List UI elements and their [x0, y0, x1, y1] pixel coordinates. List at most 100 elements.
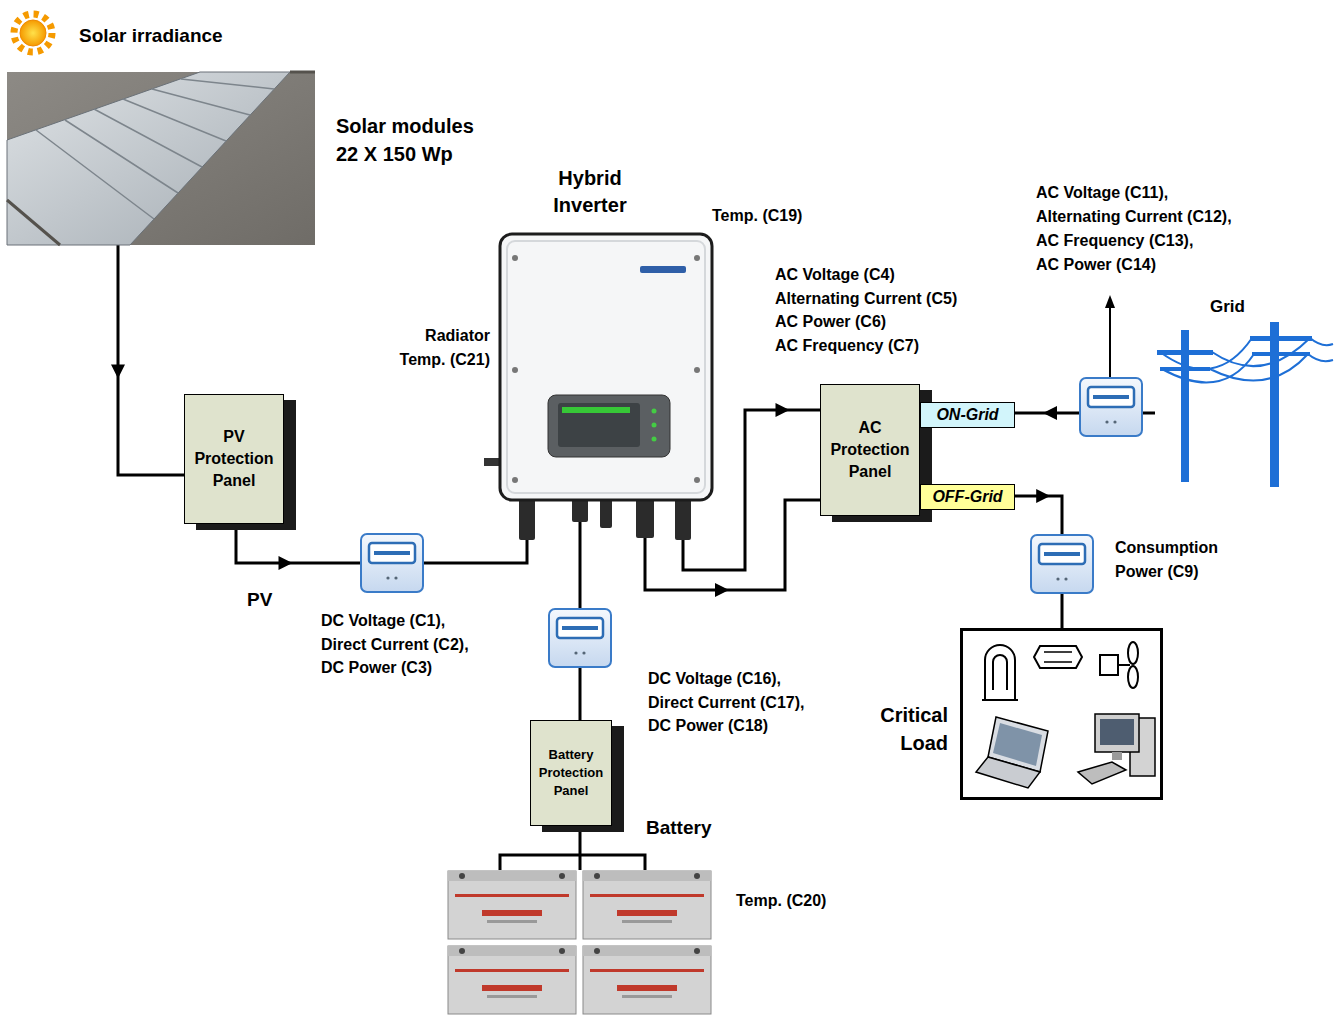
node-label: Battery Protection Panel	[535, 746, 607, 800]
pv-meter	[361, 534, 423, 592]
status-led	[652, 409, 657, 414]
mode-tag: OFF-Grid	[920, 484, 1015, 510]
cable-gland	[636, 498, 654, 538]
label-slot: AC Voltage (C4)	[775, 264, 895, 286]
inverter-body	[500, 234, 712, 500]
screw	[512, 367, 518, 373]
solar-panel-strip	[7, 72, 290, 245]
tower-pole	[1270, 322, 1279, 487]
label-slot: Alternating Current (C12),	[1036, 206, 1232, 228]
screw	[512, 255, 518, 261]
inverter-knob	[484, 458, 500, 466]
node-label: Battery	[646, 816, 726, 840]
label-slot: AC Frequency (C13),	[1036, 230, 1193, 252]
appliance-icon	[1034, 646, 1082, 668]
tower-arm	[1252, 352, 1310, 356]
status-led	[652, 423, 657, 428]
protection-panel: AC Protection Panel	[820, 384, 920, 516]
node-label: Critical Load	[858, 701, 948, 757]
fan-blade	[1128, 666, 1138, 688]
node-label: PV Protection Panel	[191, 426, 277, 492]
heading-slot: Grid	[1210, 296, 1280, 318]
node-label: Solar modules 22 X 150 Wp	[336, 112, 496, 168]
node-label: Hybrid Inverter	[524, 165, 656, 219]
label-slot: AC Frequency (C7)	[775, 335, 919, 357]
battery-bus-bracket	[500, 855, 645, 870]
leader-arrowhead	[1105, 295, 1115, 308]
annotation-label: Temp. (C19)	[712, 205, 802, 227]
annotation-label: Direct Current (C17),	[648, 692, 804, 714]
annotation-label: PV	[247, 589, 272, 611]
annotation-label: Alternating Current (C12),	[1036, 206, 1232, 228]
screw	[694, 255, 700, 261]
tower-arm	[1157, 350, 1213, 355]
label-slot: Alternating Current (C5)	[775, 288, 957, 310]
battery-meter	[549, 609, 611, 667]
connector-line	[645, 500, 820, 590]
battery-unit	[583, 871, 711, 939]
arrowhead	[1036, 489, 1050, 503]
cable-gland	[519, 498, 535, 540]
fan-blade	[1128, 642, 1138, 664]
arrowhead	[715, 583, 729, 597]
heading-slot: Critical Load	[858, 701, 948, 757]
hybrid-inverter: Hybrid Inverter	[500, 234, 712, 500]
pc-keyboard	[1078, 762, 1126, 784]
heading-slot: Hybrid Inverter	[524, 165, 656, 219]
inverter-bevel	[507, 241, 705, 493]
label-slot: AC Voltage (C11),	[1036, 182, 1168, 204]
annotation-label: AC Power (C6)	[775, 311, 886, 333]
appliance-icon-detail	[1044, 652, 1072, 662]
annotation-label: Alternating Current (C5)	[775, 288, 957, 310]
panel-seams	[36, 79, 274, 219]
pc-monitor	[1095, 714, 1139, 752]
pc-monitor-stand	[1112, 752, 1122, 760]
battery-unit	[448, 871, 576, 939]
annotation-label: AC Voltage (C4)	[775, 264, 895, 286]
fan-shaft	[1118, 664, 1130, 666]
label-slot: Direct Current (C2),	[321, 634, 469, 656]
label-slot: Consumption Power (C9)	[1115, 536, 1235, 584]
label-slot: AC Power (C14)	[1036, 254, 1156, 276]
connector	[111, 245, 184, 475]
sun-disc	[20, 20, 46, 46]
pc-monitor-screen	[1100, 719, 1134, 745]
panel-frame	[7, 72, 315, 245]
roof-photo	[7, 72, 315, 245]
display-bar	[562, 407, 630, 413]
label-slot: DC Power (C18)	[648, 715, 768, 737]
fan-motor-icon	[1100, 655, 1118, 675]
power-grid: Grid	[1155, 322, 1325, 487]
heading-slot: Solar modules 22 X 150 Wp	[336, 112, 496, 168]
annotation-label: AC Frequency (C13),	[1036, 230, 1193, 252]
battery-unit	[448, 946, 576, 1014]
heading-slot: Battery	[646, 816, 726, 840]
annotation-label: Solar irradiance	[79, 25, 223, 47]
annotation-label: AC Voltage (C11),	[1036, 182, 1168, 204]
connector	[645, 500, 820, 597]
mode-tag: ON-Grid	[920, 402, 1015, 428]
lamp-icon	[982, 645, 1018, 700]
battery-bank: Battery	[447, 870, 712, 1015]
protection-panel: PV Protection Panel	[184, 394, 284, 524]
arrowhead	[278, 556, 292, 570]
arrowhead	[111, 365, 125, 379]
cable-gland	[675, 498, 691, 540]
screw	[512, 477, 518, 483]
consumption-meter	[1031, 535, 1093, 593]
node-label: Grid	[1210, 296, 1280, 318]
label-slot: AC Power (C6)	[775, 311, 886, 333]
annotation-label: Direct Current (C2),	[321, 634, 469, 656]
label-slot: Temp. (C20)	[736, 890, 826, 912]
laptop-display	[993, 723, 1042, 766]
grid-meter	[1080, 378, 1142, 436]
annotation-label: Consumption Power (C9)	[1115, 536, 1235, 584]
label-slot: DC Voltage (C1),	[321, 610, 445, 632]
annotation-label: DC Voltage (C16),	[648, 668, 781, 690]
annotation-label: DC Power (C18)	[648, 715, 768, 737]
node-label: OFF-Grid	[932, 487, 1002, 507]
node-label: AC Protection Panel	[827, 417, 913, 483]
annotation-label: DC Voltage (C1),	[321, 610, 445, 632]
arrowhead	[776, 403, 790, 417]
cable-gland	[600, 498, 612, 528]
